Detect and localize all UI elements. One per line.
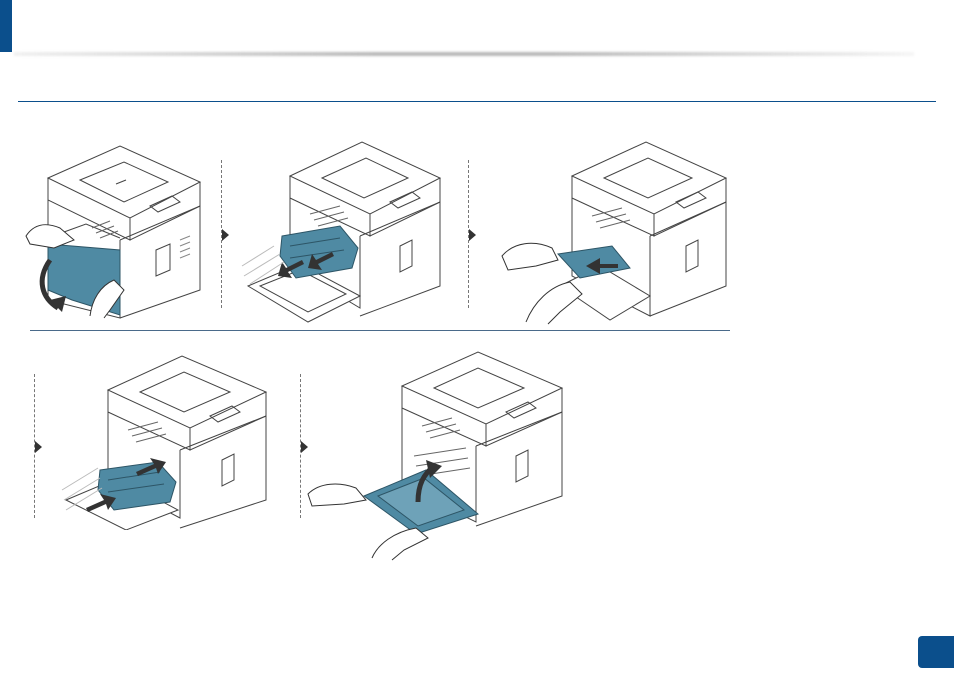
step-arrow-icon [469, 229, 476, 241]
step-pull-paper-illustration [500, 136, 740, 326]
page-corner-tab [0, 0, 12, 52]
step-reinsert-toner-illustration [60, 350, 280, 530]
step-remove-toner-illustration [240, 136, 460, 326]
header-rule [14, 52, 914, 56]
step-close-cover-illustration [306, 346, 566, 562]
page-number-badge [918, 636, 954, 668]
section-rule [18, 101, 936, 102]
step-arrow-icon [222, 229, 229, 241]
row-divider [30, 330, 730, 331]
step-arrow-icon [35, 441, 42, 453]
step-open-front-cover-illustration [20, 140, 220, 320]
